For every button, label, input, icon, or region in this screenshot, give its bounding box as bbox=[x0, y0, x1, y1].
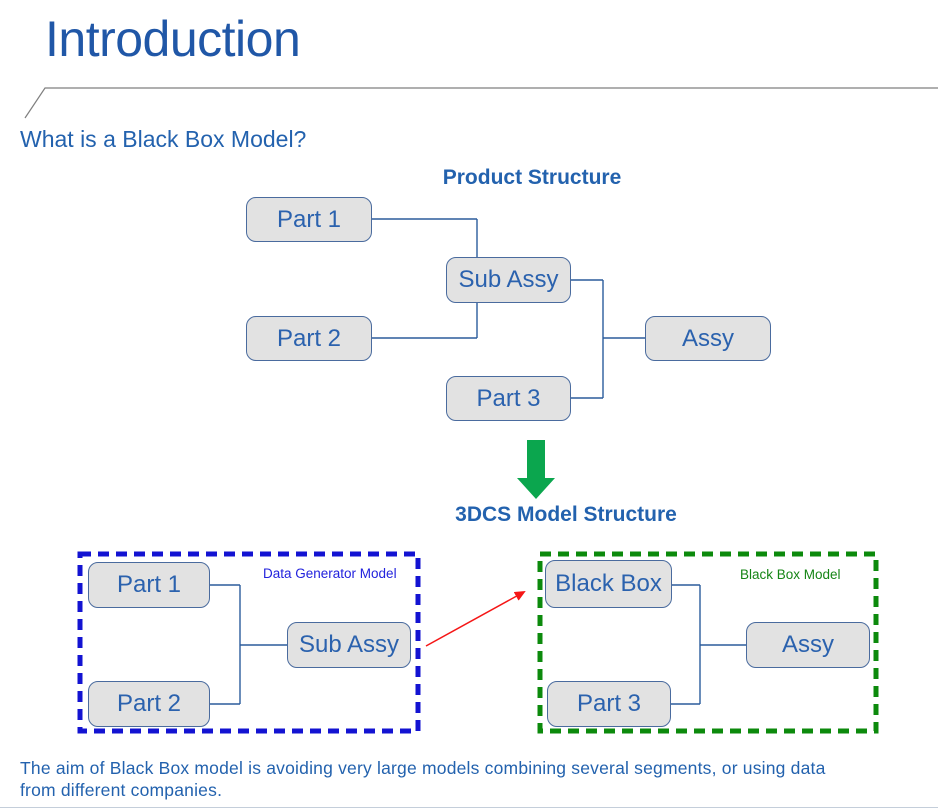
product-structure-heading: Product Structure bbox=[442, 166, 622, 189]
node-assy: Assy bbox=[645, 316, 771, 361]
slide-subtitle: What is a Black Box Model? bbox=[20, 126, 307, 152]
mapping-arrow-icon bbox=[425, 591, 526, 647]
header-divider-line bbox=[24, 87, 938, 119]
node-dg-part2: Part 2 bbox=[88, 681, 210, 727]
black-box-connectors bbox=[671, 584, 746, 705]
node-dg-part1: Part 1 bbox=[88, 562, 210, 608]
down-arrow-icon bbox=[517, 440, 555, 499]
model-structure-heading: 3DCS Model Structure bbox=[455, 503, 677, 526]
product-tree-connectors bbox=[372, 218, 645, 399]
slide-title: Introduction bbox=[45, 11, 301, 67]
footer-note: The aim of Black Box model is avoiding v… bbox=[20, 757, 920, 801]
node-part3: Part 3 bbox=[446, 376, 571, 421]
node-sub-assy: Sub Assy bbox=[446, 257, 571, 303]
node-part2: Part 2 bbox=[246, 316, 372, 361]
node-bb-assy: Assy bbox=[746, 622, 870, 668]
footer-line: The aim of Black Box model is avoiding v… bbox=[20, 758, 826, 778]
data-generator-connectors bbox=[210, 584, 287, 705]
footer-line: from different companies. bbox=[20, 780, 223, 800]
node-dg-sub-assy: Sub Assy bbox=[287, 622, 411, 668]
node-black-box: Black Box bbox=[545, 560, 672, 608]
bottom-divider-line bbox=[0, 807, 938, 808]
data-generator-model-label: Data Generator Model bbox=[263, 566, 397, 581]
node-part1: Part 1 bbox=[246, 197, 372, 242]
node-bb-part3: Part 3 bbox=[547, 681, 671, 727]
black-box-model-label: Black Box Model bbox=[740, 567, 841, 582]
